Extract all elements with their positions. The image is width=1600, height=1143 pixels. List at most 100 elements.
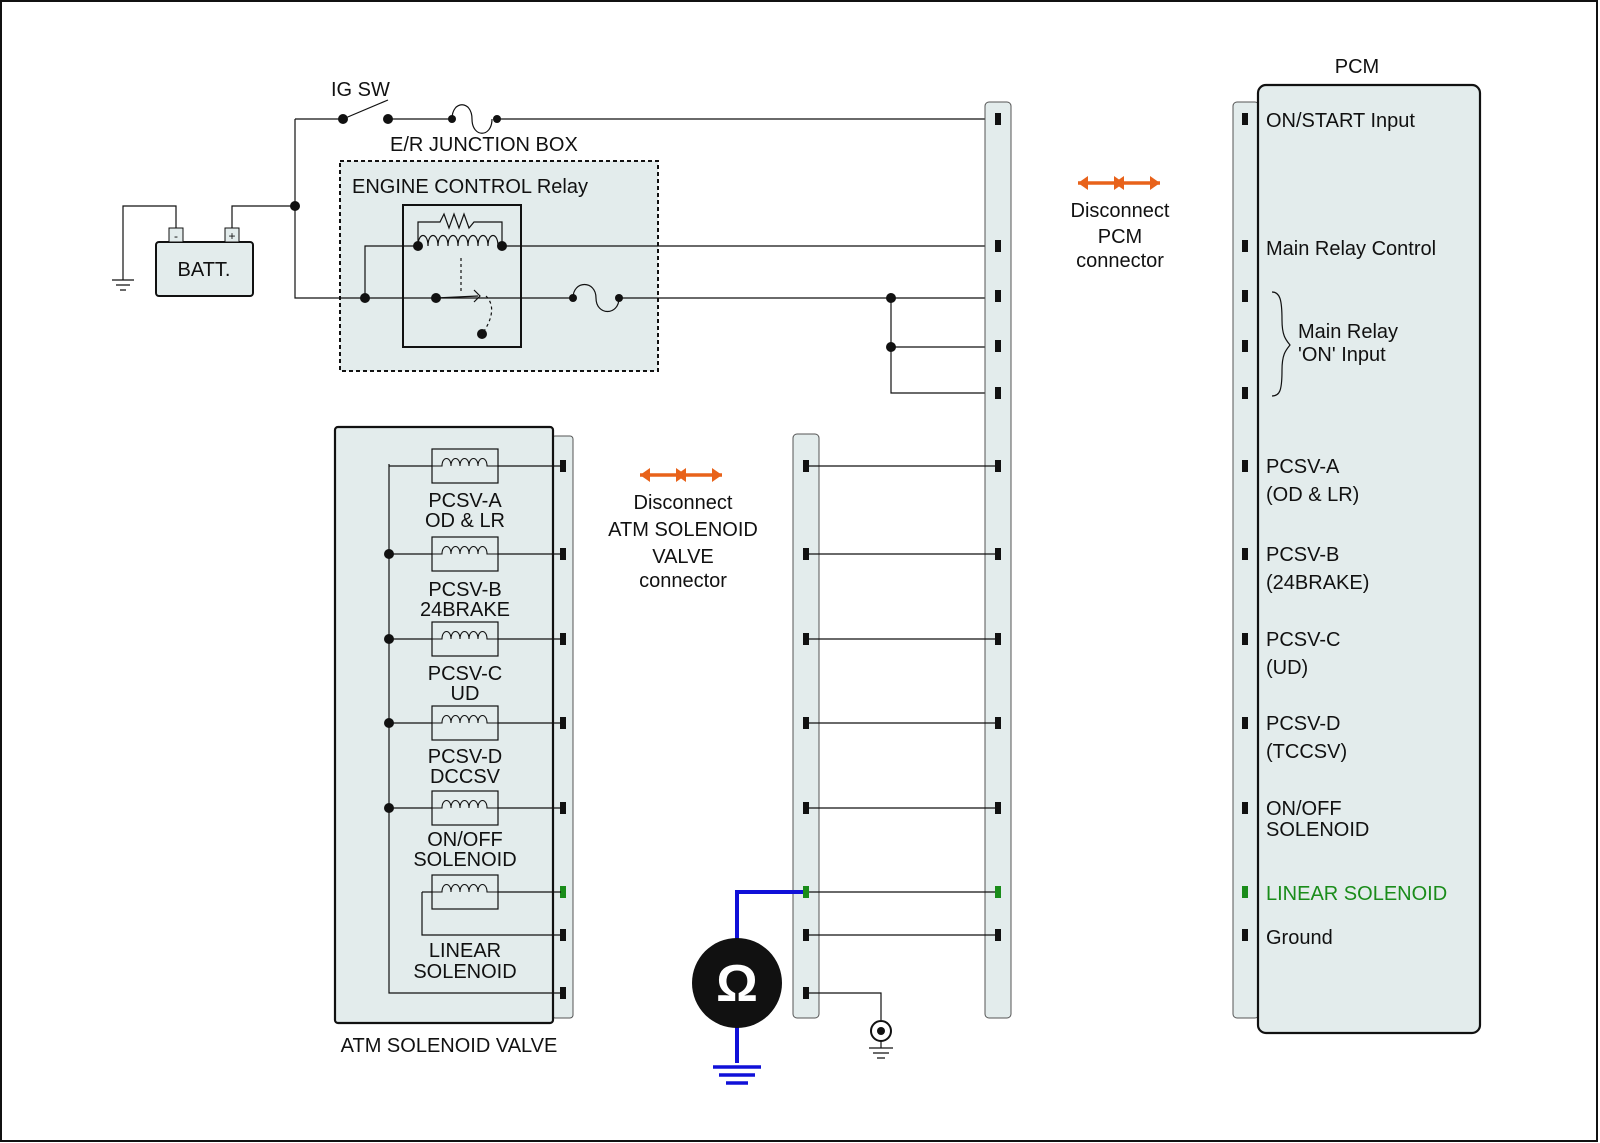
coil-winding bbox=[432, 799, 498, 809]
solenoid-label: UD bbox=[451, 683, 480, 705]
disconnect-atm-line-1: Disconnect bbox=[634, 492, 733, 514]
harness-pin bbox=[995, 802, 1001, 814]
pcm-pin-label: PCSV-A bbox=[1266, 456, 1340, 478]
arrow-head-icon bbox=[676, 468, 686, 482]
solenoid-label: PCSV-A bbox=[428, 490, 502, 512]
pcm-pin-label: PCSV-B bbox=[1266, 544, 1339, 566]
atm-harness-pin bbox=[803, 548, 809, 560]
junction-dot bbox=[290, 201, 300, 211]
pcm-pin bbox=[1242, 717, 1248, 729]
solenoid-label: LINEAR bbox=[429, 940, 501, 962]
er-junction-box-label: E/R JUNCTION BOX bbox=[390, 134, 578, 156]
pcm-pin bbox=[1242, 387, 1248, 399]
harness-pin bbox=[995, 340, 1001, 352]
arrow-head-icon bbox=[1078, 176, 1088, 190]
pcm-pin bbox=[1242, 340, 1248, 352]
pcm-pin-label: PCSV-C bbox=[1266, 629, 1340, 651]
junction-dot bbox=[477, 329, 487, 339]
atm-harness-pin bbox=[803, 987, 809, 999]
solenoid-label: PCSV-B bbox=[428, 579, 501, 601]
pcm-pin-label: SOLENOID bbox=[1266, 819, 1369, 841]
pcm-pin-label: (OD & LR) bbox=[1266, 484, 1359, 506]
harness-pin bbox=[995, 113, 1001, 125]
pcm-pin-label: 'ON' Input bbox=[1298, 344, 1386, 366]
solenoid-connector-pin bbox=[560, 987, 566, 999]
solenoid-connector-pin bbox=[560, 548, 566, 560]
disconnect-pcm-note: Disconnect PCM connector bbox=[1071, 181, 1170, 272]
atm-harness-pin bbox=[803, 802, 809, 814]
arrow-head-icon bbox=[640, 468, 650, 482]
pcm-pin-label: (TCCSV) bbox=[1266, 741, 1347, 763]
arrow-head-icon bbox=[712, 468, 722, 482]
solenoid-connector-pin bbox=[560, 633, 566, 645]
solenoid-label: OD & LR bbox=[425, 510, 505, 532]
chassis-ground-icon bbox=[869, 1020, 893, 1059]
pcm-pin-label: (24BRAKE) bbox=[1266, 572, 1369, 594]
solenoid-connector-pin bbox=[560, 886, 566, 898]
pcm-pin bbox=[1242, 802, 1248, 814]
relay-body bbox=[402, 204, 522, 348]
coil-winding bbox=[432, 457, 498, 467]
disconnect-pcm-line-1: Disconnect bbox=[1071, 200, 1170, 222]
pcm-pin-label: Ground bbox=[1266, 927, 1333, 949]
engine-control-relay-label: ENGINE CONTROL Relay bbox=[352, 176, 588, 198]
pcm-pin bbox=[1242, 886, 1248, 898]
junction-dot bbox=[384, 718, 394, 728]
disconnect-pcm-line-3: connector bbox=[1076, 250, 1164, 272]
atm-harness-pin bbox=[803, 929, 809, 941]
pcm-pin bbox=[1242, 460, 1248, 472]
solenoid-label: PCSV-C bbox=[428, 663, 502, 685]
pcm-pin-label: Main Relay Control bbox=[1266, 238, 1436, 260]
pcm-title: PCM bbox=[1335, 56, 1379, 78]
atm-solenoid-valve-label: ATM SOLENOID VALVE bbox=[341, 1035, 558, 1057]
atm-harness-pin bbox=[803, 886, 809, 898]
arrow-head-icon bbox=[1150, 176, 1160, 190]
atm-harness-pin bbox=[803, 633, 809, 645]
ohmmeter-icon: Ω bbox=[692, 890, 805, 1085]
solenoid-connector-pin bbox=[560, 929, 566, 941]
harness-pin bbox=[995, 290, 1001, 302]
switch-dot bbox=[383, 114, 393, 124]
solenoid-label: ON/OFF bbox=[427, 829, 503, 851]
fuse-dot bbox=[615, 294, 623, 302]
pcm-pin bbox=[1242, 240, 1248, 252]
solenoid-label: DCCSV bbox=[430, 766, 501, 788]
junction-dot bbox=[384, 634, 394, 644]
junction-dot bbox=[431, 293, 441, 303]
pcm-pin bbox=[1242, 548, 1248, 560]
atm-harness-pin bbox=[803, 717, 809, 729]
battery-pos-label: + bbox=[228, 229, 235, 243]
er-junction-box bbox=[339, 160, 659, 372]
harness-pin bbox=[995, 240, 1001, 252]
harness-wires bbox=[805, 465, 998, 1020]
solenoid-label: 24BRAKE bbox=[420, 599, 510, 621]
battery bbox=[155, 241, 254, 297]
solenoid-label: SOLENOID bbox=[413, 961, 516, 983]
ohm-symbol: Ω bbox=[716, 955, 758, 1013]
pcm-pin bbox=[1242, 633, 1248, 645]
junction-dot bbox=[360, 293, 370, 303]
arrow-head-icon bbox=[1114, 176, 1124, 190]
solenoid-connector-pin bbox=[560, 717, 566, 729]
junction-dot bbox=[384, 549, 394, 559]
fuse-dot bbox=[569, 294, 577, 302]
harness-pin bbox=[995, 548, 1001, 560]
solenoid-label: PCSV-D bbox=[428, 746, 502, 768]
disconnect-atm-line-3: VALVE bbox=[652, 546, 714, 568]
junction-dot bbox=[497, 241, 507, 251]
battery-label: BATT. bbox=[178, 259, 231, 281]
ig-sw-label: IG SW bbox=[331, 79, 390, 101]
harness-pin bbox=[995, 886, 1001, 898]
pcm-box bbox=[1256, 83, 1482, 1035]
junction-dot bbox=[384, 803, 394, 813]
solenoid-connector-pin bbox=[560, 802, 566, 814]
atm-harness-pin bbox=[803, 460, 809, 472]
battery-neg-label: - bbox=[174, 229, 178, 243]
main-relay-brace bbox=[1271, 291, 1291, 397]
harness-pin bbox=[995, 633, 1001, 645]
solenoid-connector-pin bbox=[560, 460, 566, 472]
